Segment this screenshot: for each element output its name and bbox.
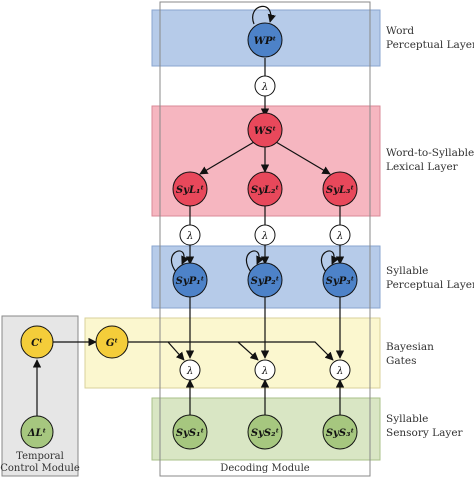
lambda-gate-2: λ — [254, 359, 276, 381]
label-syllable-sensory-2: Sensory Layer — [386, 427, 464, 439]
syp3-self-loop — [320, 250, 339, 273]
node-sys2: SyS₂ᵗ — [247, 414, 283, 450]
node-wp-label: WPᵗ — [254, 36, 277, 47]
edge-g-lambda3 — [238, 341, 334, 361]
node-sys3: SyS₃ᵗ — [322, 414, 358, 450]
edges — [32, 5, 345, 416]
node-syl1: SyL₁ᵗ — [172, 171, 208, 207]
label-word-to-syllable-1: Word-to-Syllable — [386, 147, 474, 159]
node-syp2: SyP₂ᵗ — [247, 262, 283, 298]
node-syl3: SyL₃ᵗ — [322, 171, 358, 207]
label-syllable-perceptual-2: Perceptual Layer — [386, 279, 474, 291]
lambda-mid-1-label: λ — [186, 231, 193, 242]
node-syl2-label: SyL₂ᵗ — [251, 185, 279, 196]
lambda-gate-3: λ — [329, 359, 351, 381]
label-syllable-perceptual-1: Syllable — [386, 265, 428, 277]
label-bayesian-gates-1: Bayesian — [386, 341, 434, 353]
lambda-gate-2-label: λ — [261, 366, 268, 377]
node-c-label: Cᵗ — [31, 338, 43, 349]
label-word-perceptual-2: Perceptual Layer — [386, 39, 474, 51]
label-temporal-control-2: Control Module — [0, 463, 80, 474]
edge-ws-syl3 — [275, 141, 331, 175]
node-syp3-label: SyP₃ᵗ — [326, 276, 355, 287]
lambda-mid-3: λ — [329, 224, 351, 246]
syp1-self-loop — [170, 250, 189, 273]
lambda-mid-2: λ — [254, 224, 276, 246]
edge-ws-syl1 — [199, 141, 255, 175]
lambda-word-label: λ — [261, 82, 268, 93]
label-word-perceptual-1: Word — [386, 25, 414, 37]
label-bayesian-gates-2: Gates — [386, 355, 416, 367]
node-syp3: SyP₃ᵗ — [322, 262, 358, 298]
lambda-mid-3-label: λ — [336, 231, 343, 242]
node-syl3-label: SyL₃ᵗ — [326, 185, 354, 196]
node-ws-label: WSᵗ — [254, 126, 276, 137]
node-syp1: SyP₁ᵗ — [172, 262, 208, 298]
node-sys3-label: SyS₃ᵗ — [326, 428, 355, 439]
node-syl2: SyL₂ᵗ — [247, 171, 283, 207]
decoding-module-frame — [159, 1, 371, 477]
node-ws: WSᵗ — [247, 112, 283, 148]
wp-self-loop — [252, 5, 276, 25]
lambda-gate-3-label: λ — [336, 366, 343, 377]
label-word-to-syllable-2: Lexical Layer — [386, 161, 459, 173]
label-syllable-sensory-1: Syllable — [386, 413, 428, 425]
label-decoding-module: Decoding Module — [220, 463, 309, 474]
label-temporal-control-1: Temporal — [16, 451, 64, 462]
node-g-label: Gᵗ — [106, 338, 119, 349]
node-syp2-label: SyP₂ᵗ — [251, 276, 280, 287]
syp2-self-loop — [245, 250, 264, 273]
node-syp1-label: SyP₁ᵗ — [176, 276, 205, 287]
node-sys1: SyS₁ᵗ — [172, 414, 208, 450]
node-c: Cᵗ — [20, 325, 54, 359]
node-dl: ΔLᵗ — [20, 415, 54, 449]
lambda-mid-2-label: λ — [261, 231, 268, 242]
node-wp: WPᵗ — [247, 22, 283, 58]
node-g: Gᵗ — [95, 325, 129, 359]
node-sys1-label: SyS₁ᵗ — [176, 428, 205, 439]
node-dl-label: ΔLᵗ — [27, 428, 47, 439]
lambda-gate-1-label: λ — [186, 366, 193, 377]
lambda-mid-1: λ — [179, 224, 201, 246]
lambda-gate-1: λ — [179, 359, 201, 381]
lambda-word: λ — [254, 75, 276, 97]
node-sys2-label: SyS₂ᵗ — [251, 428, 280, 439]
node-syl1-label: SyL₁ᵗ — [176, 185, 204, 196]
